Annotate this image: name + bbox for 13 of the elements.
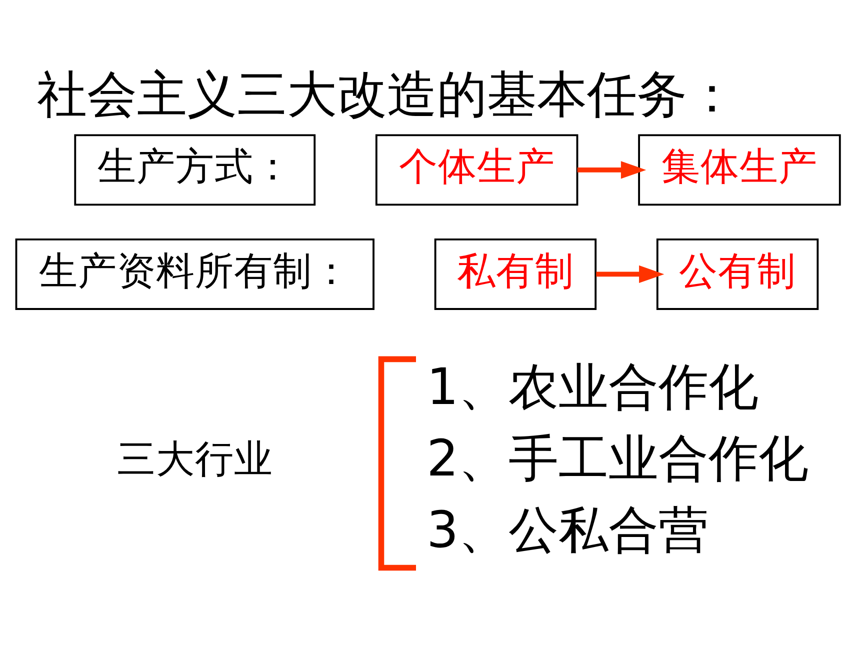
node-box: 个体生产 xyxy=(375,134,578,206)
node-box: 公有制 xyxy=(656,238,819,310)
label: 1、农业合作化 xyxy=(426,357,759,416)
label: 3、公私合营 xyxy=(426,500,709,560)
node-box: 生产资料所有制： xyxy=(15,238,374,310)
arrow xyxy=(577,161,646,179)
label: 2、手工业合作化 xyxy=(426,428,809,488)
arrow xyxy=(596,265,664,284)
label: 三大行业 xyxy=(116,437,273,482)
node-box: 生产方式： xyxy=(74,134,316,206)
node-box: 私有制 xyxy=(434,238,597,310)
diagram-title: 社会主义三大改造的基本任务： xyxy=(37,64,738,124)
node-box: 集体生产 xyxy=(638,134,841,206)
